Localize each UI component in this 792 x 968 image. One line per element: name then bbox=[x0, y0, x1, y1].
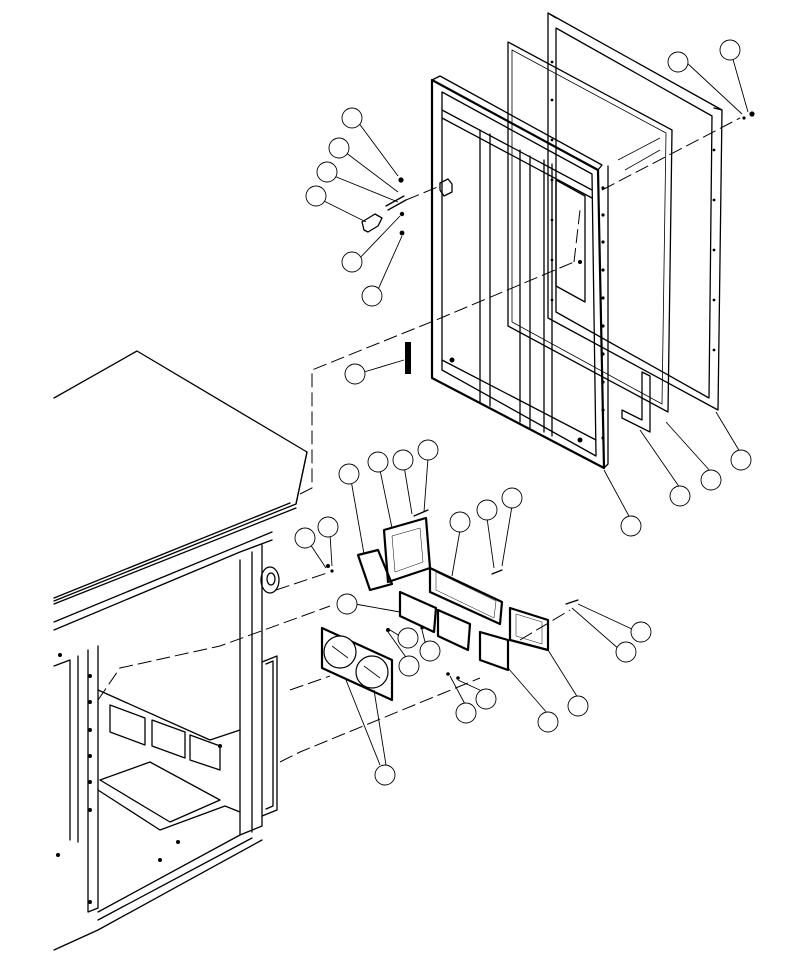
outer-seal-frame bbox=[547, 12, 723, 411]
callout-7 bbox=[341, 251, 363, 273]
callout-12 bbox=[669, 485, 691, 507]
callout-23 bbox=[336, 593, 358, 615]
cab-roof-edge bbox=[53, 451, 308, 605]
callout-29 bbox=[567, 695, 589, 717]
latch-washer bbox=[399, 211, 405, 217]
callout-30 bbox=[537, 711, 559, 733]
glass-pane bbox=[507, 41, 673, 413]
assembly-lines bbox=[97, 117, 741, 763]
panel-a bbox=[382, 516, 432, 584]
panel-e bbox=[436, 608, 472, 652]
main-door-frame-depth bbox=[431, 75, 609, 469]
glass-reflection bbox=[617, 137, 661, 171]
outer-seal-lip bbox=[547, 12, 723, 111]
callout-3 bbox=[341, 107, 363, 129]
cab-body bbox=[53, 350, 308, 951]
callout-8 bbox=[361, 285, 383, 307]
callout-2 bbox=[719, 39, 741, 61]
gauge-right bbox=[355, 655, 389, 689]
callout-24 bbox=[397, 627, 419, 649]
callout-31 bbox=[475, 688, 497, 710]
callout-1 bbox=[667, 51, 689, 73]
panel-a-glass bbox=[391, 527, 424, 573]
door-crossbar-top bbox=[441, 109, 593, 199]
cab-pillar-far-left bbox=[53, 655, 79, 843]
callout-10 bbox=[730, 449, 752, 471]
retainer-strip bbox=[621, 371, 651, 433]
panel-c-glass bbox=[435, 571, 497, 619]
cab-roof-underside bbox=[53, 531, 273, 631]
callout-19 bbox=[476, 499, 498, 521]
cab-roof bbox=[53, 350, 308, 602]
gauge-plate bbox=[320, 626, 394, 702]
panel-g bbox=[508, 606, 550, 652]
callout-13 bbox=[620, 515, 642, 537]
callout-6 bbox=[305, 185, 327, 207]
pillar-rivets bbox=[56, 653, 222, 904]
panel-g-glass bbox=[515, 613, 543, 645]
panel-f bbox=[478, 630, 510, 672]
cab-floor bbox=[97, 689, 241, 831]
callout-32 bbox=[455, 702, 477, 724]
callout-28 bbox=[615, 641, 637, 663]
callout-4 bbox=[328, 137, 350, 159]
cab-handrail bbox=[261, 655, 278, 817]
cab-lower-window-3 bbox=[189, 734, 221, 771]
panel-screws bbox=[326, 509, 579, 680]
latch-handle bbox=[361, 213, 383, 233]
latch-nut bbox=[399, 230, 405, 236]
door-stiffener-1 bbox=[479, 129, 491, 407]
cab-pillar-left bbox=[87, 645, 99, 913]
callout-20 bbox=[501, 487, 523, 509]
callout-33 bbox=[374, 764, 396, 786]
latch-screw bbox=[398, 177, 404, 183]
small-panels bbox=[320, 509, 579, 702]
cab-lower-window-2 bbox=[151, 719, 186, 759]
hinge-boss bbox=[260, 566, 280, 594]
cab-floor-plate bbox=[99, 761, 221, 823]
panel-b bbox=[356, 548, 394, 592]
callout-26 bbox=[398, 655, 420, 677]
door-window-opening bbox=[555, 179, 586, 303]
callout-16 bbox=[392, 449, 414, 471]
cab-lower-window-1 bbox=[109, 704, 146, 746]
callout-21 bbox=[294, 527, 316, 549]
cab-base bbox=[53, 834, 263, 951]
callout-25 bbox=[419, 640, 441, 662]
latch-hardware bbox=[361, 177, 407, 236]
callout-18 bbox=[449, 511, 471, 533]
gauge-left bbox=[323, 635, 357, 669]
panel-c bbox=[428, 566, 504, 626]
callout-5 bbox=[316, 161, 338, 183]
callout-11 bbox=[700, 469, 722, 491]
main-door-frame bbox=[430, 78, 606, 470]
callouts bbox=[294, 39, 755, 786]
callout-15 bbox=[367, 451, 389, 473]
callout-27 bbox=[630, 621, 652, 643]
door-stiffener-2 bbox=[519, 149, 531, 429]
main-door-frame-inner bbox=[441, 91, 597, 457]
callout-17 bbox=[417, 439, 439, 461]
door-frame-assembly bbox=[405, 12, 723, 470]
glass-pane-inner bbox=[511, 49, 667, 405]
door-handle-boss bbox=[439, 178, 453, 197]
panel-d bbox=[398, 590, 438, 634]
callout-9 bbox=[344, 363, 366, 385]
door-crossbar-bottom bbox=[441, 359, 597, 441]
callout-14 bbox=[338, 463, 360, 485]
door-frame-rivets bbox=[449, 60, 716, 443]
cab-pillar-right bbox=[239, 544, 263, 836]
callout-22 bbox=[317, 516, 339, 538]
gasket-piece bbox=[405, 342, 411, 374]
